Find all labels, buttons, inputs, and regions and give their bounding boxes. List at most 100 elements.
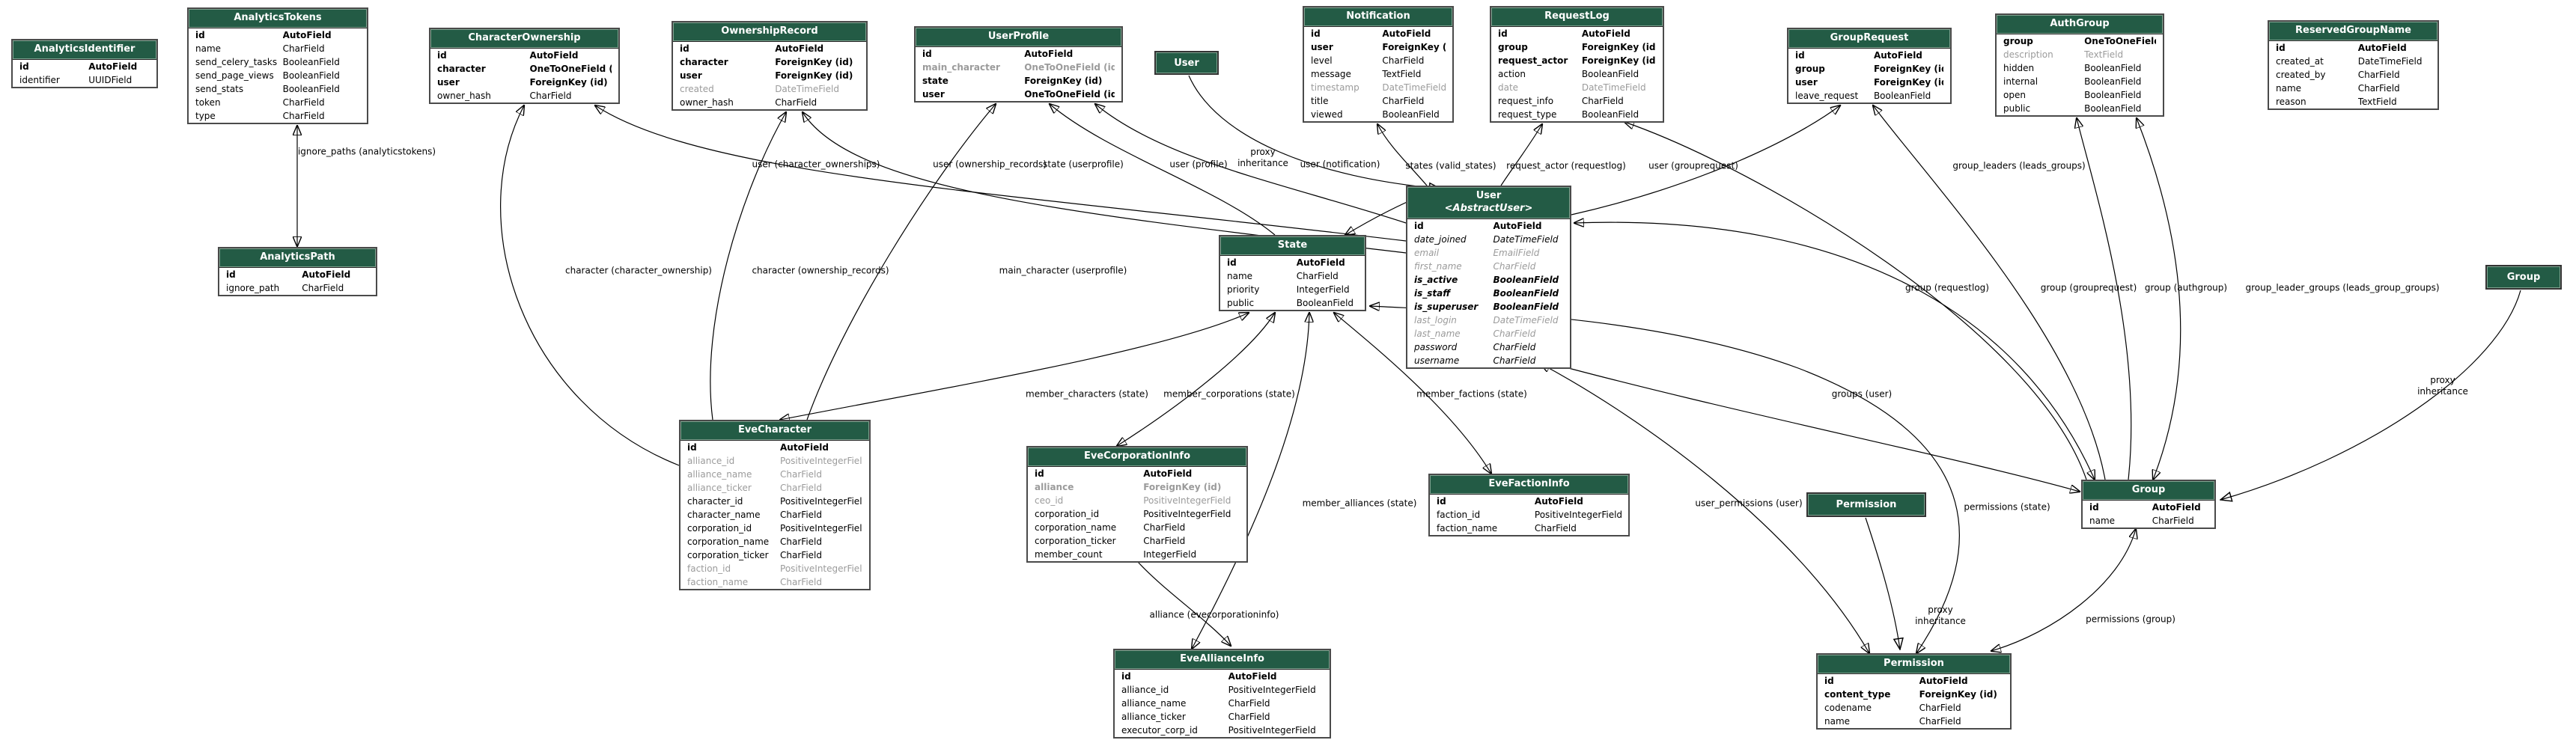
field-type: DateTimeField	[1493, 233, 1559, 245]
field-type: BooleanField	[1382, 108, 1440, 120]
field-name: public	[2003, 103, 2031, 114]
edge-label: user (grouprequest)	[1648, 160, 1738, 171]
edge-label: permissions (state)	[1964, 501, 2050, 513]
entity-title: Group	[2083, 481, 2214, 501]
entity-title: EveCharacter	[680, 421, 869, 441]
edge-label: request_actor (requestlog)	[1506, 160, 1626, 171]
field-name: is_staff	[1414, 287, 1451, 299]
field-type: CharField	[1382, 95, 1425, 106]
field-name: send_celery_tasks	[195, 56, 278, 67]
field-type: CharField	[780, 482, 822, 493]
edge-label: group (grouprequest)	[2040, 282, 2137, 293]
field-type: BooleanField	[2084, 62, 2142, 73]
field-name: send_page_views	[195, 70, 274, 81]
field-name: alliance	[1035, 481, 1074, 492]
field-type: CharField	[780, 576, 822, 587]
field-type: AutoField	[1143, 468, 1193, 479]
field-type: ForeignKey (id)	[1581, 41, 1656, 52]
field-name: identifier	[19, 74, 60, 85]
field-type: BooleanField	[1296, 297, 1354, 308]
field-name: executor_corp_id	[1121, 724, 1198, 736]
field-name: first_name	[1414, 260, 1462, 272]
field-type: BooleanField	[1493, 301, 1559, 312]
field-type: CharField	[2357, 69, 2400, 80]
field-type: AutoField	[1873, 49, 1922, 61]
relationship-edge	[595, 106, 1407, 242]
edge-label: state (userprofile)	[1043, 159, 1124, 170]
edge-label: user (ownership_records)	[933, 159, 1047, 170]
field-type: CharField	[1919, 702, 1961, 713]
field-type: AutoField	[88, 61, 138, 72]
field-name: id	[1414, 220, 1424, 231]
field-type: BooleanField	[1581, 108, 1639, 120]
field-name: id	[1498, 28, 1508, 39]
field-name: main_character	[922, 61, 1000, 73]
field-name: created_at	[2276, 55, 2324, 67]
field-name: action	[1498, 68, 1526, 79]
field-type: BooleanField	[282, 70, 340, 81]
field-type: AutoField	[302, 269, 351, 280]
field-type: BooleanField	[1581, 68, 1639, 79]
entity-title: OwnershipRecord	[673, 22, 866, 42]
field-name: id	[1121, 670, 1131, 682]
field-type: ForeignKey (id)	[775, 56, 853, 67]
field-name: character_name	[687, 509, 761, 520]
field-type: AutoField	[529, 49, 579, 61]
field-name: name	[195, 43, 222, 54]
field-type: OneToOneField (id)	[2084, 35, 2156, 46]
field-type: DateTimeField	[1382, 82, 1446, 93]
entity-title: GroupRequest	[1788, 29, 1950, 49]
field-type: EmailField	[1493, 247, 1540, 258]
field-row: executor_corp_id PositiveIntegerField	[1115, 724, 1330, 737]
field-type: PositiveIntegerField	[1143, 508, 1231, 519]
field-name: internal	[2003, 76, 2038, 87]
field-name: priority	[1227, 284, 1260, 295]
field-type: BooleanField	[2084, 89, 2142, 100]
edge-label: user (profile)	[1169, 159, 1228, 170]
field-type: ForeignKey (id)	[1873, 76, 1943, 88]
field-type: PositiveIntegerField	[1228, 724, 1316, 736]
